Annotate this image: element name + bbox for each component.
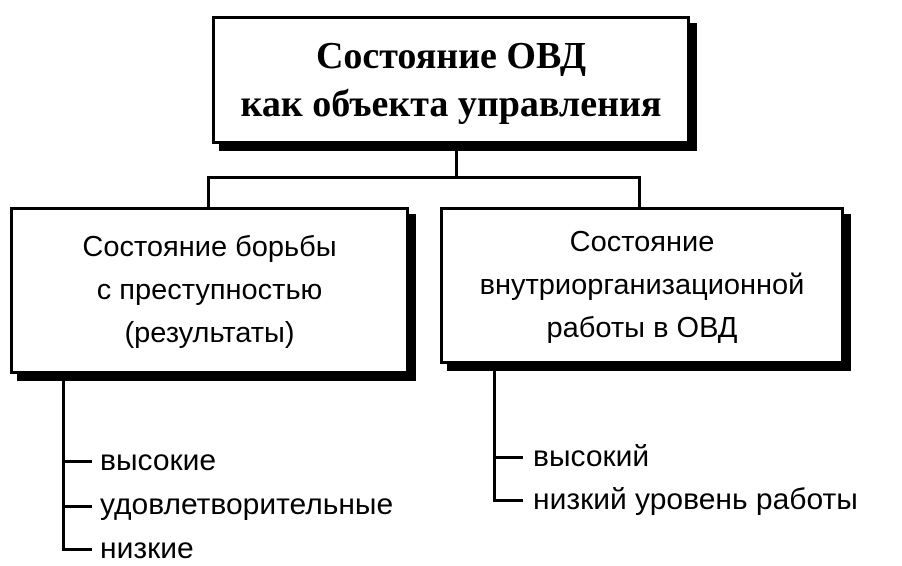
right-list-tick [493, 499, 523, 502]
crime-fight-state-line-2: с преступностью [96, 274, 323, 306]
left-list-tick [62, 548, 92, 551]
internal-work-state-box: Состояние внутриорганизационной работы в… [440, 207, 844, 364]
left-list-tick [62, 460, 92, 463]
left-list-tick [62, 505, 92, 508]
root-node-box: Состояние ОВД как объекта управления [212, 16, 690, 144]
crime-fight-state-box: Состояние борьбы с преступностью (резуль… [10, 207, 409, 374]
internal-work-state-line-1: Состояние [569, 226, 715, 258]
root-title-line-2: как объекта управления [240, 83, 662, 125]
list-item: низкие [100, 532, 194, 565]
right-list-bracket-line [493, 364, 496, 502]
branch-horizontal-line [207, 176, 641, 179]
right-list-tick [493, 456, 523, 459]
right-branch-drop-line [638, 176, 641, 209]
list-item: высокие [100, 444, 217, 477]
root-title-line-1: Состояние ОВД [315, 35, 587, 77]
list-item: высокий [533, 440, 650, 473]
list-item: низкий уровень работы [533, 483, 858, 516]
crime-fight-state-line-3: (результаты) [124, 317, 295, 349]
root-stem-line [455, 144, 458, 177]
internal-work-state-line-3: работы в ОВД [546, 312, 738, 344]
crime-fight-state-line-1: Состояние борьбы [82, 231, 337, 263]
list-item: удовлетворительные [100, 488, 394, 521]
left-branch-drop-line [207, 176, 210, 209]
internal-work-state-line-2: внутриорганизационной [479, 269, 805, 301]
